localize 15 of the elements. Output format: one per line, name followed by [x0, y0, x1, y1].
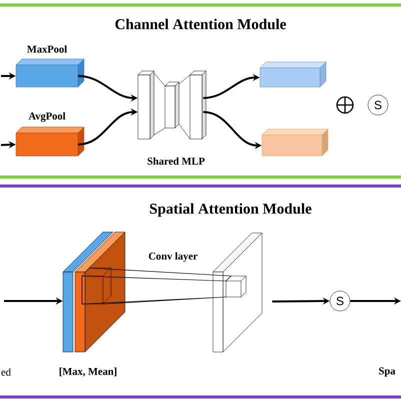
edge-label: Conv layer — [147, 251, 199, 263]
projection-lines — [82, 268, 232, 304]
feature-block: AvgPool — [16, 112, 84, 156]
feature-map-drawing: [Max, Mean] — [60, 232, 126, 376]
node-label: MaxPool — [27, 45, 67, 53]
mlp-drawing: Shared MLP — [138, 70, 206, 165]
label: Spa — [378, 366, 396, 378]
label: ed — [0, 367, 12, 377]
node-label: AvgPool — [28, 112, 66, 122]
output-map-drawing — [212, 232, 262, 352]
feature-block: MaxPool — [16, 45, 84, 88]
output-block — [262, 128, 328, 156]
output-block — [260, 62, 326, 88]
node-label: Shared MLP — [148, 157, 205, 165]
node-label: [Max, Mean] — [60, 368, 116, 376]
